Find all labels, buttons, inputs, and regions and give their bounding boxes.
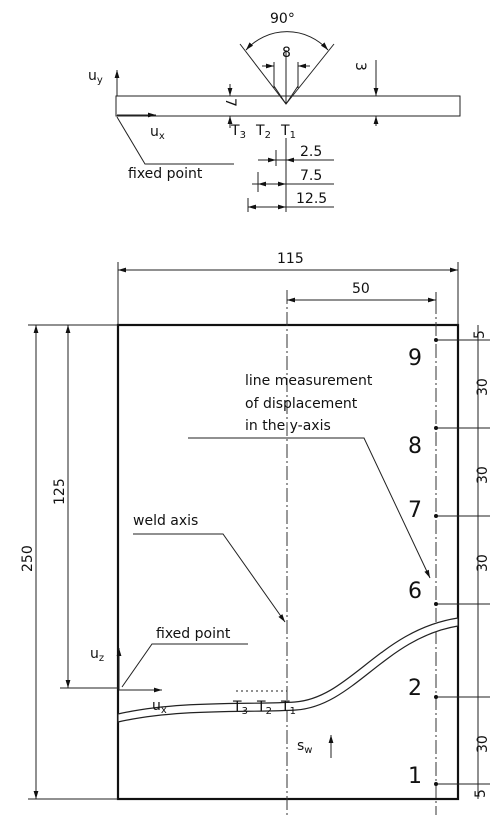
axis-x-label: ux [150, 124, 165, 142]
weld-axis-leader [133, 533, 286, 623]
top-view: 90° 8 3 7 uy ux T3 T2 T1 fixed point [88, 11, 461, 212]
plate-outline [116, 323, 460, 801]
height-label: 250 [20, 545, 36, 572]
bottom-view: 115 50 250 125 5 30 30 30 30 5 [20, 251, 491, 815]
point-9: 9 [408, 346, 422, 371]
half-height-label: 125 [52, 478, 68, 505]
offset-7-5: 7.5 [300, 168, 322, 184]
sensor-t1-bottom: T1 [280, 699, 296, 717]
weld-axis-label: weld axis [133, 513, 198, 529]
fixed-point-leader [116, 116, 234, 165]
fixed-point-label-bottom: fixed point [156, 626, 231, 642]
point-7: 7 [408, 498, 422, 523]
point-1: 1 [408, 764, 422, 789]
axis-y-label: uy [88, 68, 103, 86]
groove-width-label: 8 [282, 45, 291, 61]
sensor-t3-bottom: T3 [232, 699, 248, 717]
measurement-points [434, 338, 438, 786]
thickness-label: 7 [222, 98, 238, 107]
right-dim-2: 30 [475, 378, 491, 396]
sensor-t3: T3 [230, 123, 246, 141]
offset-2-5: 2.5 [300, 144, 322, 160]
right-dim-1: 5 [472, 330, 488, 339]
sensor-t2-bottom: T2 [256, 699, 272, 717]
sensor-t2: T2 [255, 123, 271, 141]
welding-speed-label: sw [297, 738, 312, 756]
line-label-2: of displacement [245, 396, 358, 412]
width-label: 115 [277, 251, 304, 267]
fixed-point-label-top: fixed point [128, 166, 203, 182]
line-label-1: line measurement [245, 373, 373, 389]
point-8: 8 [408, 434, 422, 459]
angle-arc [245, 31, 329, 51]
point-6: 6 [408, 579, 422, 604]
axis-x-label-bottom: ux [152, 698, 167, 716]
right-dim-6: 5 [473, 789, 489, 798]
angle-label: 90° [270, 11, 295, 27]
right-dim-5: 30 [475, 735, 491, 753]
sensor-t1: T1 [280, 123, 296, 141]
fixed-point-leader-bottom [121, 643, 248, 688]
depth-label: 3 [352, 62, 368, 71]
break-line [117, 617, 459, 723]
right-dim-3: 30 [475, 466, 491, 484]
offset-12-5: 12.5 [296, 191, 327, 207]
axis-z-label: uz [90, 646, 104, 664]
line-label-3: in the y-axis [245, 418, 331, 434]
line-label-leader [188, 437, 431, 579]
offset-label: 50 [352, 281, 370, 297]
right-dim-4: 30 [475, 554, 491, 572]
plate-section [115, 95, 461, 117]
point-2: 2 [408, 676, 422, 701]
